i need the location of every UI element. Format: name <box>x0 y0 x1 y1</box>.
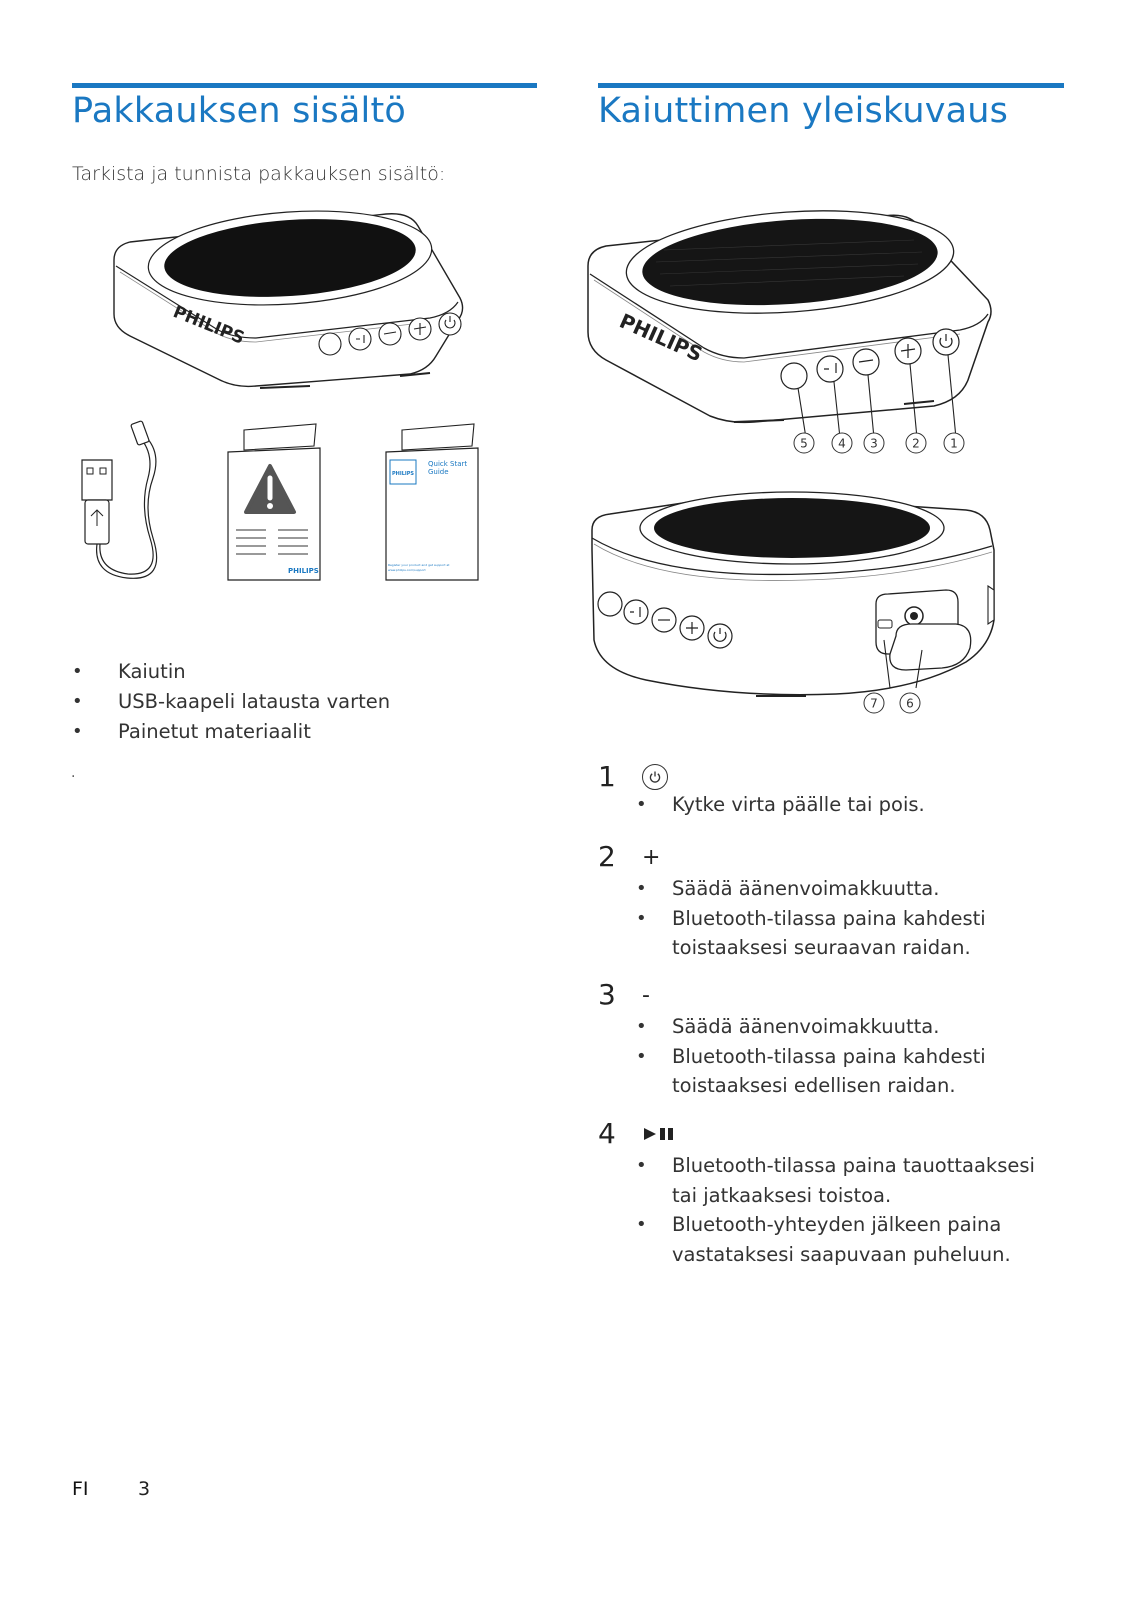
package-contents-section: Pakkauksen sisältö Tarkista ja tunnista … <box>71 0 537 800</box>
callout-2: 2 <box>912 437 920 451</box>
item-number: 2 <box>598 840 616 873</box>
safety-leaflet-brand: PHILIPS <box>288 567 319 575</box>
footer-language: FI <box>72 1478 89 1500</box>
top-callouts: 5 4 3 2 1 <box>793 432 965 454</box>
minus-symbol: - <box>642 982 650 1008</box>
speaker-front-diagram: PHILIPS <box>584 210 1004 460</box>
list-item: Bluetooth-tilassa paina kahdesti toistaa… <box>636 904 1066 963</box>
item-number: 1 <box>598 760 616 793</box>
list-item: USB-kaapeli latausta varten <box>72 687 390 717</box>
list-item: Bluetooth-tilassa paina tauottaaksesi ta… <box>636 1151 1066 1210</box>
qsg-brand: PHILIPS <box>392 471 414 477</box>
speaker-overview-section: Kaiuttimen yleiskuvaus PHILIPS 5 <box>598 0 1064 1300</box>
package-contents-intro: Tarkista ja tunnista pakkauksen sisältö: <box>72 163 446 185</box>
play-pause-icon <box>644 1128 673 1140</box>
list-item: Bluetooth-tilassa paina kahdesti toistaa… <box>636 1042 1066 1101</box>
stray-period: . <box>71 765 76 781</box>
list-item: Kaiutin <box>72 657 390 687</box>
callout-5: 5 <box>800 437 808 451</box>
safety-leaflet-illustration: PHILIPS <box>224 420 324 585</box>
heading-rule <box>72 83 537 88</box>
speaker-illustration: PHILIPS <box>110 210 480 390</box>
usb-cable-illustration <box>76 420 166 585</box>
qsg-register-line1: Register your product and get support at <box>388 563 450 567</box>
package-contents-list: Kaiutin USB-kaapeli latausta varten Pain… <box>72 657 390 747</box>
list-item: Painetut materiaalit <box>72 717 390 747</box>
package-contents-heading: Pakkauksen sisältö <box>72 91 406 131</box>
speaker-side-diagram <box>586 490 1002 705</box>
power-icon <box>642 764 668 790</box>
qsg-register-line2: www.philips.com/support <box>388 568 427 572</box>
heading-rule <box>598 83 1064 88</box>
callout-1: 1 <box>950 437 958 451</box>
item-number: 4 <box>598 1117 616 1150</box>
list-item: Säädä äänenvoimakkuutta. <box>636 874 1066 904</box>
list-item: Bluetooth-yhteyden jälkeen paina vastata… <box>636 1210 1066 1269</box>
bottom-callouts: 7 6 <box>863 692 921 714</box>
quick-start-guide-illustration: PHILIPS Quick Start Guide Register your … <box>382 420 482 585</box>
list-item: Säädä äänenvoimakkuutta. <box>636 1012 1066 1042</box>
speaker-overview-heading: Kaiuttimen yleiskuvaus <box>598 91 1009 131</box>
callout-7: 7 <box>870 697 878 711</box>
callout-6: 6 <box>906 697 914 711</box>
footer-page-number: 3 <box>138 1478 151 1500</box>
plus-symbol: + <box>642 844 661 870</box>
callout-3: 3 <box>870 437 878 451</box>
qsg-title-line2: Guide <box>428 468 449 476</box>
qsg-title-line1: Quick Start <box>428 460 467 468</box>
list-item: Kytke virta päälle tai pois. <box>636 790 1066 820</box>
item-number: 3 <box>598 978 616 1011</box>
callout-4: 4 <box>838 437 846 451</box>
